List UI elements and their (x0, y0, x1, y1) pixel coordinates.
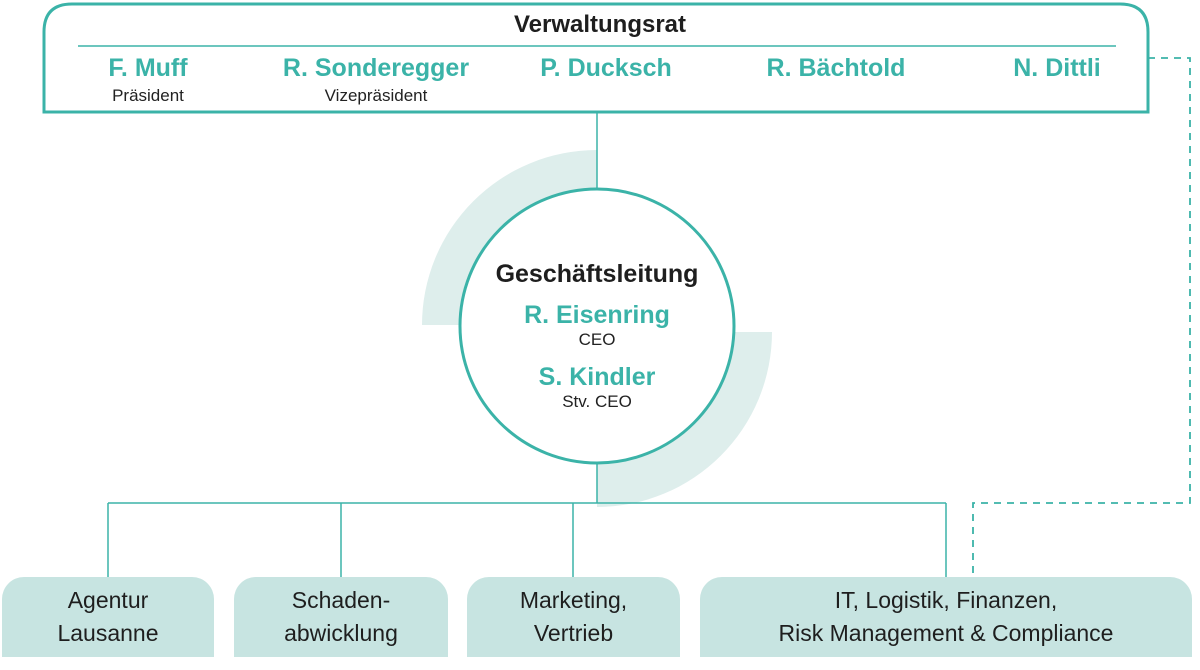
board-title: Verwaltungsrat (513, 11, 687, 38)
board-frame (42, 2, 1150, 114)
management-member-name: S. Kindler (538, 363, 656, 391)
member-name: N. Dittli (1013, 54, 1101, 82)
department-schadenabwicklung: Schaden- abwicklung (234, 577, 448, 657)
department-label-line: IT, Logistik, Finanzen, (834, 587, 1058, 613)
arc-decoration-bottom-right (597, 332, 772, 507)
board-member-sonderegger: R. Sonderegger Vizepräsident (266, 53, 486, 107)
department-marketing-vertrieb: Marketing, Vertrieb (467, 577, 680, 657)
board-member-dittli: N. Dittli (982, 53, 1132, 83)
dashed-connector (972, 57, 1191, 578)
department-label-line: Vertrieb (533, 620, 614, 646)
board-member-ducksch: P. Ducksch (506, 53, 706, 83)
management-block: Geschäftsleitung R. Eisenring CEO S. Kin… (462, 258, 732, 412)
department-label-line: Agentur (67, 587, 149, 613)
member-role: Präsident (112, 86, 184, 105)
member-name: R. Sonderegger (282, 54, 470, 82)
department-label-line: Risk Management & Compliance (778, 620, 1114, 646)
department-label-line: Lausanne (57, 620, 159, 646)
member-name: P. Ducksch (540, 54, 672, 82)
department-it-logistik-finanzen: IT, Logistik, Finanzen, Risk Management … (700, 577, 1192, 657)
department-label-line: abwicklung (284, 620, 398, 646)
department-label-line: Marketing, (519, 587, 628, 613)
department-agentur-lausanne: Agentur Lausanne (2, 577, 214, 657)
board-member-muff: F. Muff Präsident (48, 53, 248, 107)
member-name: R. Bächtold (766, 54, 906, 82)
department-label-line: Schaden- (291, 587, 391, 613)
board-member-baechtold: R. Bächtold (736, 53, 936, 83)
management-title: Geschäftsleitung (495, 260, 699, 288)
management-member-role: Stv. CEO (562, 392, 632, 411)
management-member-role: CEO (578, 330, 616, 349)
arc-decoration-top-left (422, 150, 597, 325)
member-name: F. Muff (108, 54, 188, 82)
management-member-name: R. Eisenring (524, 301, 670, 329)
member-role: Vizepräsident (324, 86, 428, 105)
